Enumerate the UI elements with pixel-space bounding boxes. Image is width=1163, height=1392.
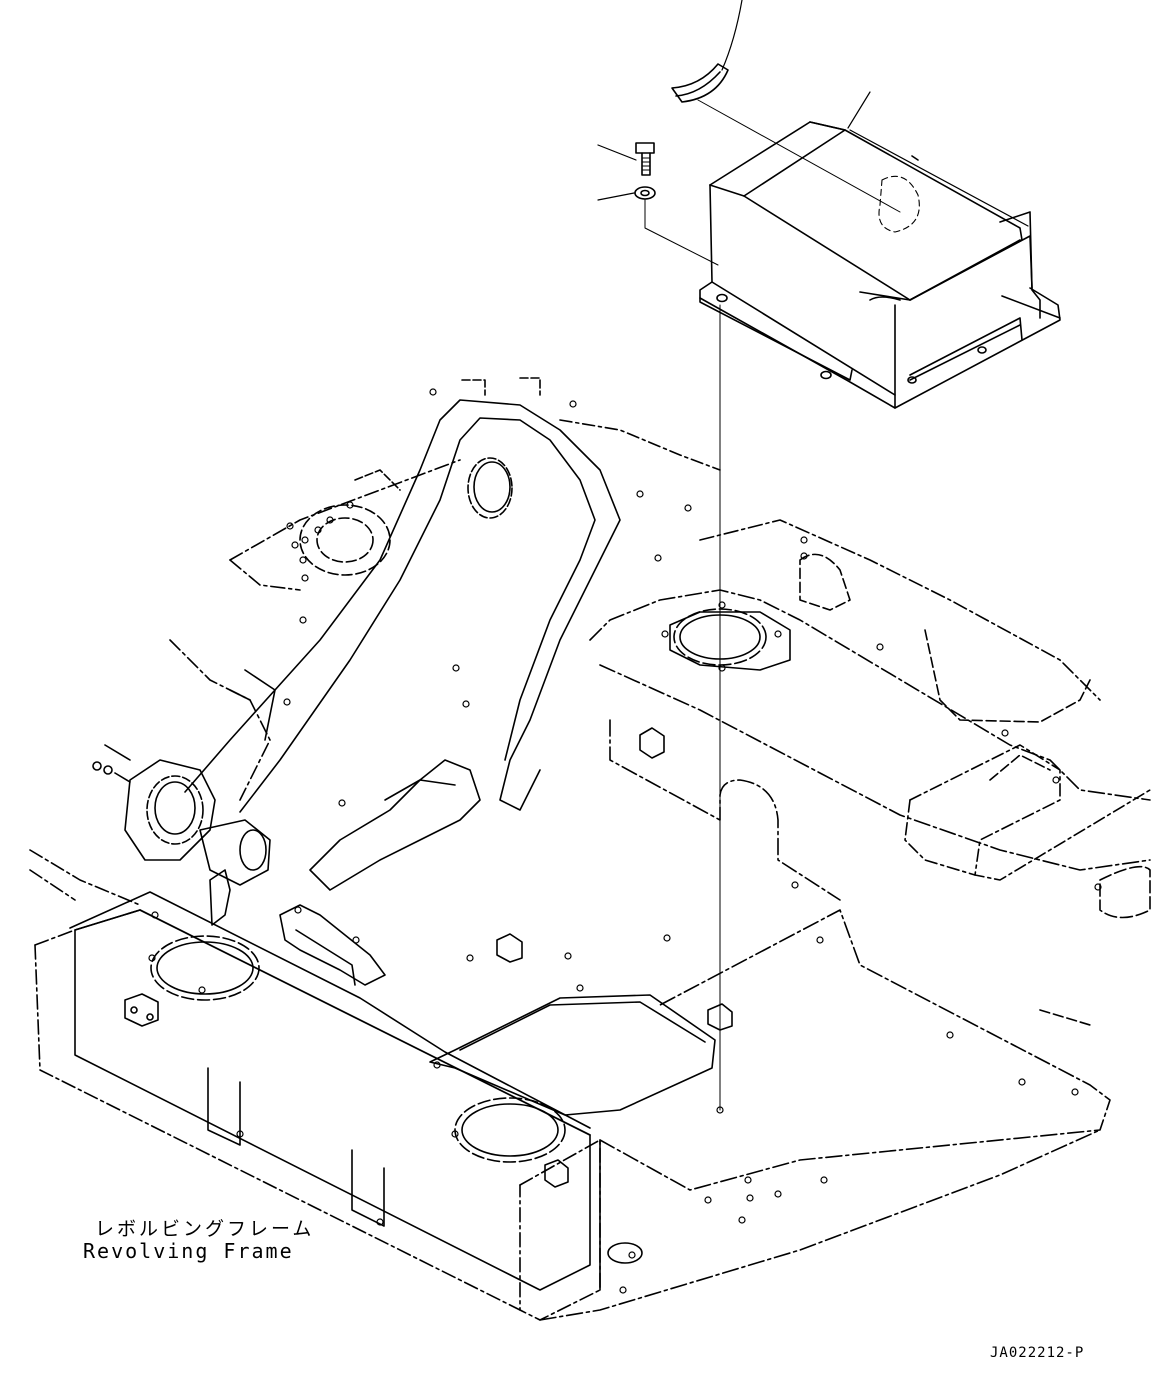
bolt-part [635,142,655,176]
assembly-lines [644,99,901,1111]
drawing-code: JA022212-P [990,1345,1085,1361]
leader-lines [597,0,871,201]
small-holes [148,388,1102,1294]
revolving-frame [29,377,1151,1321]
clamp-part [671,63,729,103]
frame-label-english: Revolving Frame [83,1239,294,1263]
frame-label-japanese: レボルビングフレーム [95,1218,315,1240]
cover-box [699,121,1061,409]
washer-part [634,186,656,200]
